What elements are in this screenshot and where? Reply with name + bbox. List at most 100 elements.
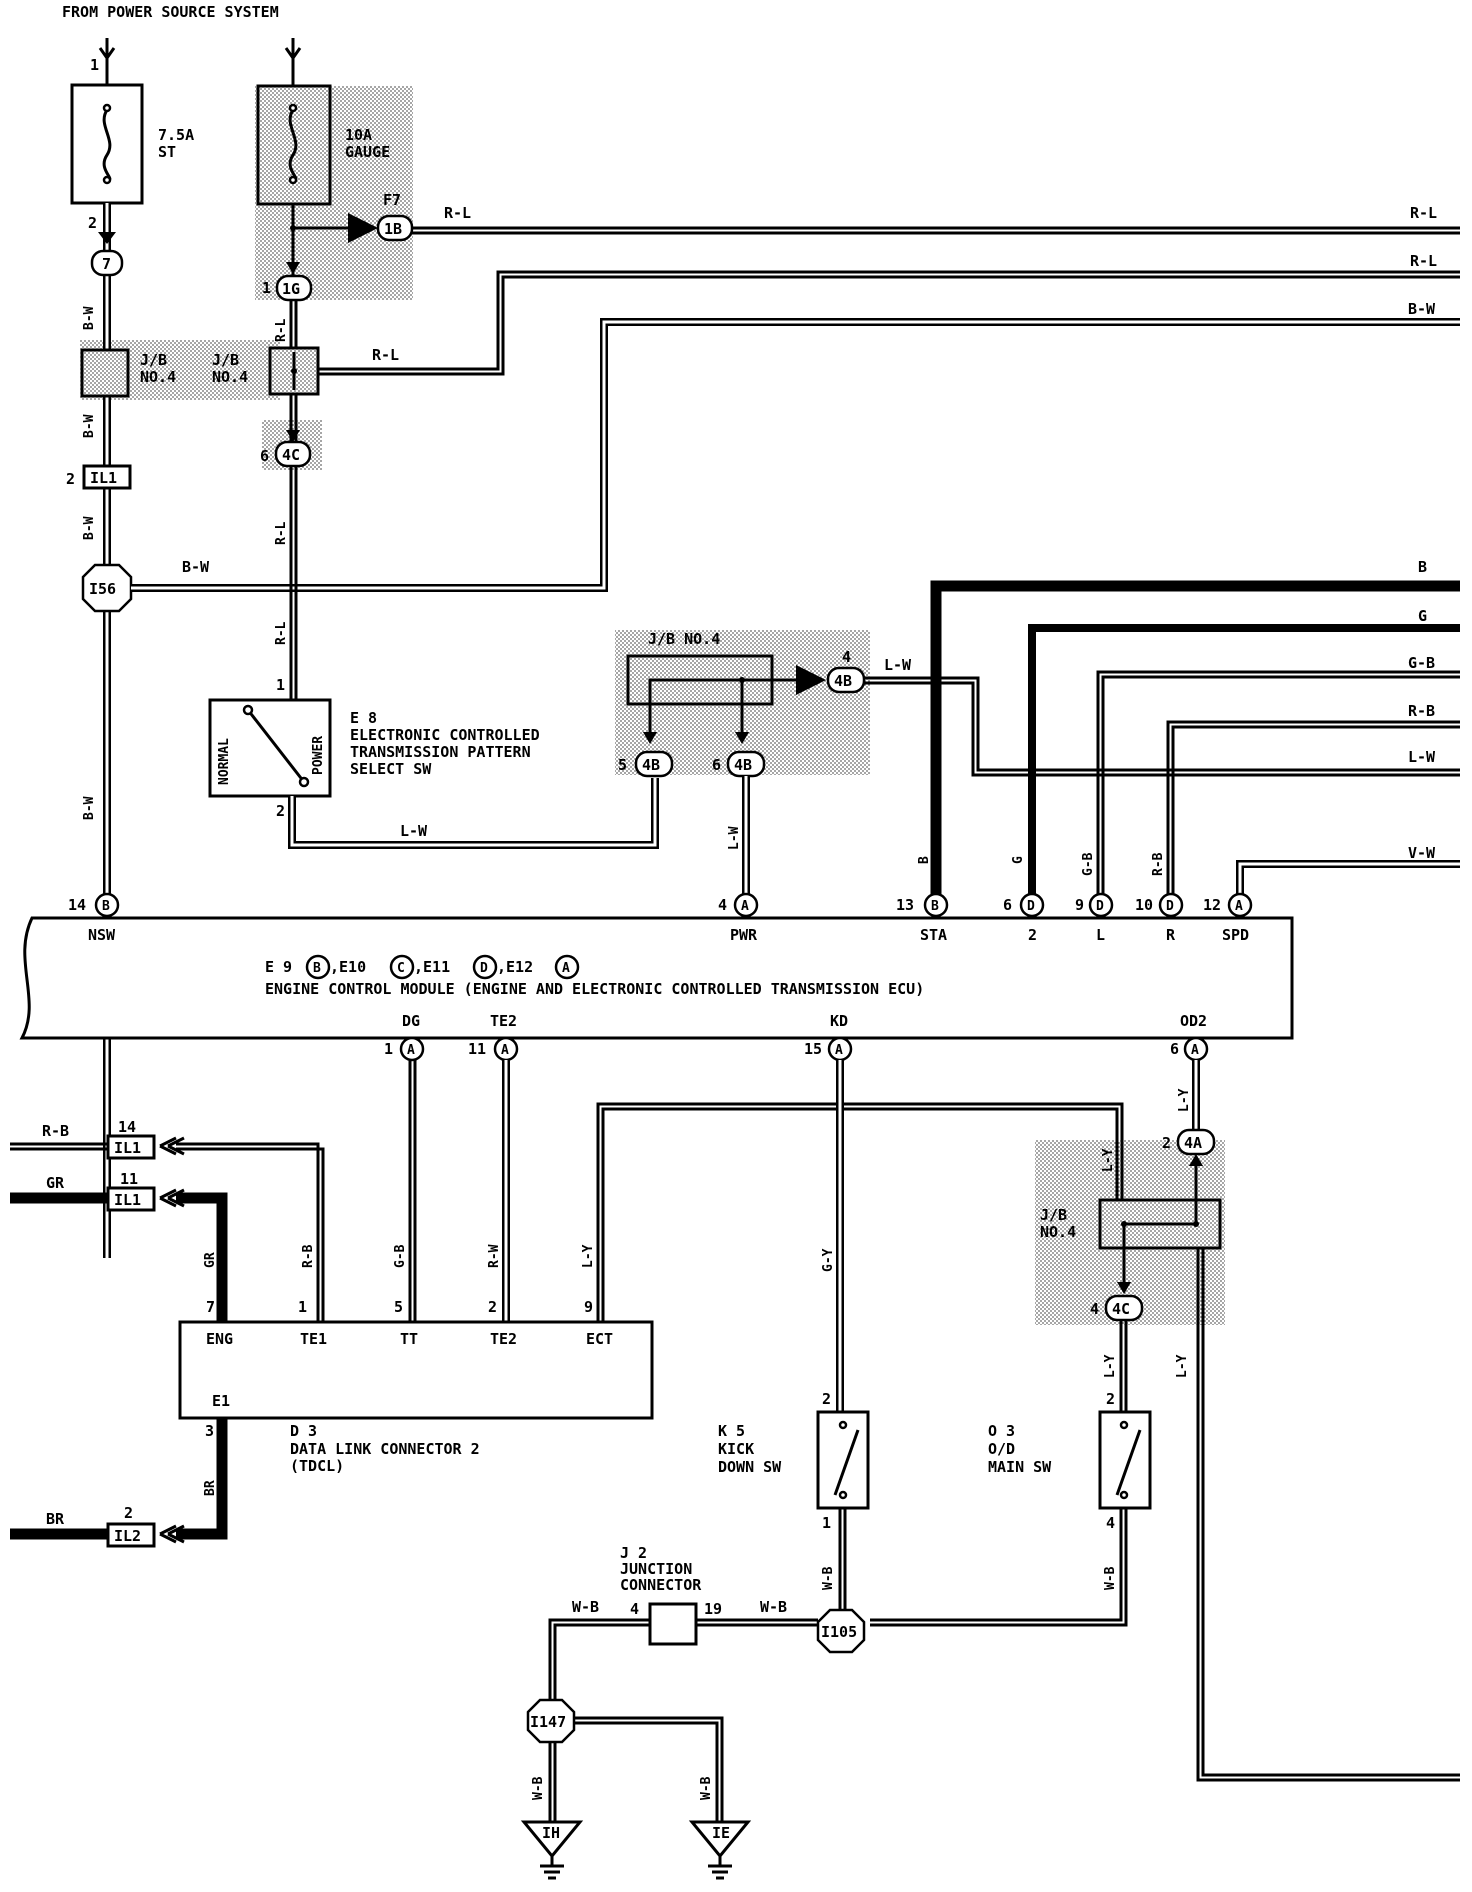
svg-text:R-L: R-L bbox=[274, 521, 289, 545]
ground-ie bbox=[688, 1820, 752, 1880]
svg-text:OD2: OD2 bbox=[1180, 1012, 1207, 1030]
svg-text:6: 6 bbox=[712, 756, 721, 774]
svg-text:TE2: TE2 bbox=[490, 1330, 517, 1348]
svg-text:1: 1 bbox=[384, 1040, 393, 1058]
svg-text:A: A bbox=[741, 899, 749, 914]
svg-text:R-B: R-B bbox=[1408, 702, 1435, 720]
svg-text:ECT: ECT bbox=[586, 1330, 613, 1348]
svg-text:2: 2 bbox=[822, 1390, 831, 1408]
ecm-pin-dg: DG 1 A bbox=[384, 1012, 425, 1062]
svg-text:D: D bbox=[1166, 899, 1174, 914]
svg-text:KICK: KICK bbox=[718, 1440, 754, 1458]
svg-text:A: A bbox=[501, 1043, 509, 1058]
svg-text:L-Y: L-Y bbox=[581, 1244, 596, 1268]
svg-text:A: A bbox=[562, 961, 570, 976]
svg-text:PWR: PWR bbox=[730, 926, 758, 944]
svg-text:R-L: R-L bbox=[274, 621, 289, 645]
svg-text:10: 10 bbox=[1135, 896, 1153, 914]
svg-text:R-L: R-L bbox=[444, 204, 471, 222]
svg-text:IL1: IL1 bbox=[114, 1191, 141, 1209]
svg-text:W-B: W-B bbox=[531, 1776, 546, 1800]
svg-text:4: 4 bbox=[718, 896, 727, 914]
svg-text:4C: 4C bbox=[282, 446, 300, 464]
svg-text:L-Y: L-Y bbox=[1177, 1088, 1192, 1112]
ecm-pin-spd: 12 A SPD bbox=[1203, 892, 1253, 944]
svg-text:IL1: IL1 bbox=[90, 469, 117, 487]
svg-text:G: G bbox=[1011, 856, 1026, 864]
ecm-pin-sta: 13 B STA bbox=[896, 892, 949, 944]
svg-text:SELECT SW: SELECT SW bbox=[350, 760, 432, 778]
svg-text:C: C bbox=[397, 961, 405, 976]
svg-text:14: 14 bbox=[118, 1118, 136, 1136]
svg-text:J/B: J/B bbox=[140, 351, 167, 369]
svg-text:7.5A: 7.5A bbox=[158, 126, 194, 144]
svg-text:G-B: G-B bbox=[1081, 852, 1096, 876]
connector-1g bbox=[275, 274, 313, 302]
svg-text:R-L: R-L bbox=[372, 346, 399, 364]
svg-text:ELECTRONIC CONTROLLED: ELECTRONIC CONTROLLED bbox=[350, 726, 540, 744]
svg-text:2: 2 bbox=[124, 1504, 133, 1522]
svg-text:E 9: E 9 bbox=[265, 958, 292, 976]
connector-i56 bbox=[81, 563, 133, 613]
svg-text:TT: TT bbox=[400, 1330, 418, 1348]
svg-text:1: 1 bbox=[262, 279, 271, 297]
svg-text:2: 2 bbox=[276, 802, 285, 820]
ground-ih bbox=[520, 1820, 584, 1880]
fuse-gauge: 10A GAUGE bbox=[256, 84, 390, 206]
svg-text:G: G bbox=[1418, 607, 1427, 625]
svg-text:B-W: B-W bbox=[1408, 300, 1436, 318]
svg-text:IL1: IL1 bbox=[114, 1139, 141, 1157]
svg-text:J/B: J/B bbox=[212, 351, 239, 369]
svg-text:BR: BR bbox=[203, 1480, 218, 1496]
svg-text:L: L bbox=[1096, 926, 1105, 944]
svg-text:STA: STA bbox=[920, 926, 947, 944]
svg-text:6: 6 bbox=[260, 447, 269, 465]
svg-text:IE: IE bbox=[712, 1824, 730, 1842]
svg-text:NORMAL: NORMAL bbox=[217, 738, 232, 785]
svg-text:E1: E1 bbox=[212, 1392, 230, 1410]
svg-text:W-B: W-B bbox=[821, 1566, 836, 1590]
svg-text:D: D bbox=[1027, 899, 1035, 914]
ecm-pin-2: 6 D 2 bbox=[1003, 892, 1045, 944]
connector-4b-out bbox=[826, 666, 866, 694]
svg-text:GR: GR bbox=[203, 1252, 218, 1268]
svg-text:R-L: R-L bbox=[1410, 252, 1437, 270]
svg-text:15: 15 bbox=[804, 1040, 822, 1058]
d3-pin-te1: 1 TE1 bbox=[298, 1298, 327, 1348]
svg-text:R-B: R-B bbox=[1151, 852, 1166, 876]
connector-7 bbox=[90, 249, 124, 277]
svg-text:ENG: ENG bbox=[206, 1330, 233, 1348]
svg-text:D 3: D 3 bbox=[290, 1422, 317, 1440]
svg-text:L-Y: L-Y bbox=[1101, 1148, 1116, 1172]
svg-text:D: D bbox=[1096, 899, 1104, 914]
svg-text:I147: I147 bbox=[530, 1713, 566, 1731]
svg-text:1: 1 bbox=[90, 56, 99, 74]
svg-text:,E10: ,E10 bbox=[330, 958, 366, 976]
svg-text:J 2: J 2 bbox=[620, 1544, 647, 1562]
svg-text:E 8: E 8 bbox=[350, 709, 377, 727]
svg-text:GR: GR bbox=[46, 1174, 65, 1192]
svg-text:12: 12 bbox=[1203, 896, 1221, 914]
k5-kickdown-switch bbox=[816, 1410, 870, 1510]
svg-text:L-W: L-W bbox=[400, 822, 428, 840]
svg-text:B-W: B-W bbox=[82, 306, 97, 330]
svg-text:A: A bbox=[1235, 899, 1243, 914]
d3-pin-ect: 9 ECT bbox=[584, 1298, 613, 1348]
ecm-body bbox=[19, 916, 1294, 1040]
d3-data-link-connector bbox=[178, 1320, 654, 1420]
svg-text:B-W: B-W bbox=[82, 414, 97, 438]
svg-text:7: 7 bbox=[102, 255, 111, 273]
fuse-st: 1 7.5A ST bbox=[70, 38, 194, 205]
o3-od-main-switch bbox=[1098, 1410, 1152, 1510]
svg-text:R-L: R-L bbox=[1410, 204, 1437, 222]
svg-text:R-B: R-B bbox=[301, 1244, 316, 1268]
connector-il1-top bbox=[82, 464, 132, 490]
svg-text:1: 1 bbox=[276, 676, 285, 694]
svg-text:V-W: V-W bbox=[1408, 844, 1436, 862]
svg-text:MAIN SW: MAIN SW bbox=[988, 1458, 1052, 1476]
j2-junction-connector bbox=[648, 1602, 698, 1646]
svg-text:TRANSMISSION PATTERN: TRANSMISSION PATTERN bbox=[350, 743, 531, 761]
svg-text:W-B: W-B bbox=[572, 1598, 599, 1616]
svg-text:5: 5 bbox=[618, 756, 627, 774]
